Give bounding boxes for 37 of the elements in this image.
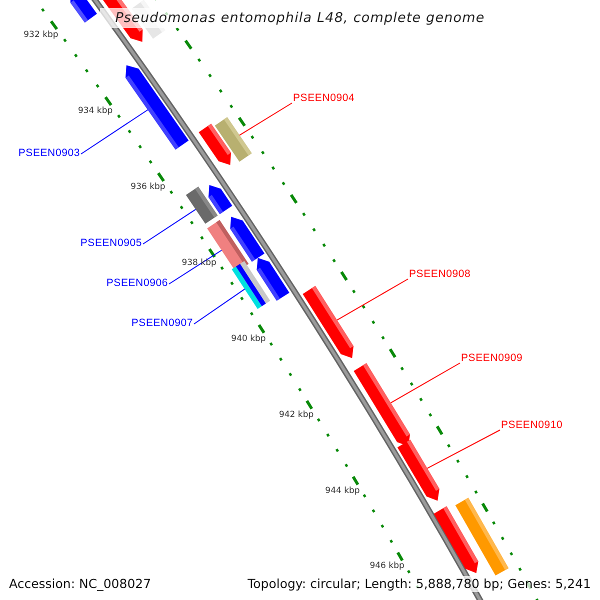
gene-bar: [240, 261, 270, 304]
gene-label: PSEEN0906: [106, 277, 168, 289]
gene-bar: [455, 498, 509, 576]
scale-label: 932 kbp: [24, 30, 58, 40]
gene-label: PSEEN0903: [18, 147, 80, 159]
gene-bar: [126, 65, 189, 150]
footer-text: Accession: NC_008027: [9, 576, 152, 592]
leader-line: [142, 208, 196, 244]
gene-bar: [302, 286, 354, 358]
scale-label: 942 kbp: [279, 410, 314, 420]
scale-label: 938 kbp: [182, 258, 216, 268]
gene-label: PSEEN0904: [293, 92, 355, 104]
footer-text: Topology: circular; Length: 5,888,780 bp; Genes: 5,241: [248, 576, 591, 592]
gene-bar: [70, 0, 97, 23]
gene-bar: [208, 185, 232, 214]
leader-line: [426, 430, 500, 469]
gene-bar: [256, 258, 290, 301]
scale-label: 934 kbp: [78, 106, 113, 116]
leader-line: [239, 102, 292, 136]
gene-bar: [354, 363, 410, 446]
gene-bar: [214, 117, 252, 162]
leader-line: [80, 109, 148, 154]
gene-label: PSEEN0908: [409, 268, 471, 280]
gene-bar: [397, 440, 440, 501]
leader-line: [168, 250, 222, 284]
gene-label: PSEEN0909: [461, 352, 523, 364]
scale-label: 944 kbp: [325, 486, 360, 496]
gene-label: PSEEN0905: [80, 237, 142, 249]
gene-bar: [230, 216, 264, 262]
gene-label: PSEEN0907: [131, 317, 193, 329]
leader-line: [336, 278, 408, 321]
leader-line: [390, 362, 460, 404]
scale-label: 946 kbp: [370, 561, 404, 572]
scale-label: 936 kbp: [130, 182, 166, 192]
leader-line: [194, 288, 246, 324]
scale-label: 940 kbp: [231, 334, 266, 344]
gene-label: PSEEN0910: [501, 419, 563, 431]
